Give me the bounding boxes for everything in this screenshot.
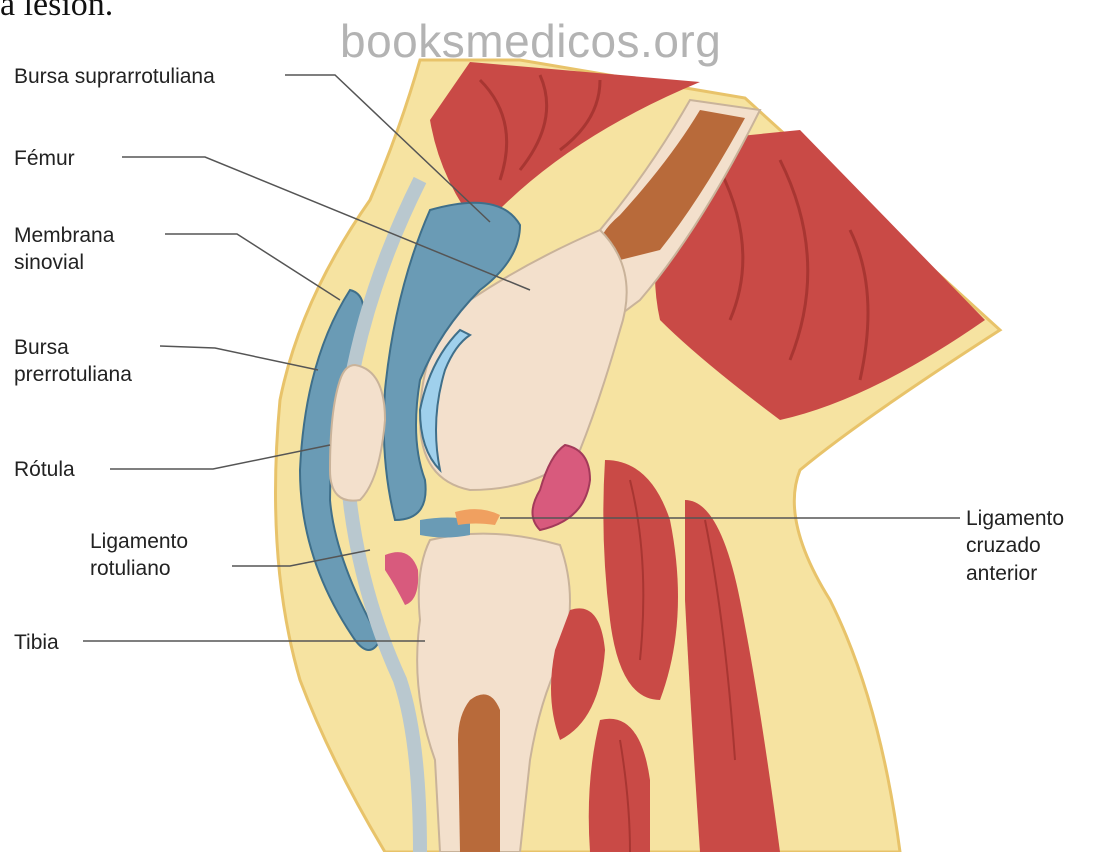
- tibia-marrow: [458, 694, 500, 852]
- label-femur: Fémur: [14, 145, 75, 172]
- label-ligamento-rotuliano: Ligamento rotuliano: [90, 528, 188, 583]
- label-rotula: Rótula: [14, 456, 75, 483]
- label-ligamento-cruzado-anterior: Ligamento cruzado anterior: [966, 505, 1064, 587]
- label-tibia: Tibia: [14, 629, 59, 656]
- label-bursa-prerrotuliana: Bursa prerrotuliana: [14, 334, 132, 389]
- label-membrana-sinovial: Membrana sinovial: [14, 222, 114, 277]
- label-bursa-suprarrotuliana: Bursa suprarrotuliana: [14, 63, 215, 90]
- leader-membrana-sinovial: [165, 234, 340, 300]
